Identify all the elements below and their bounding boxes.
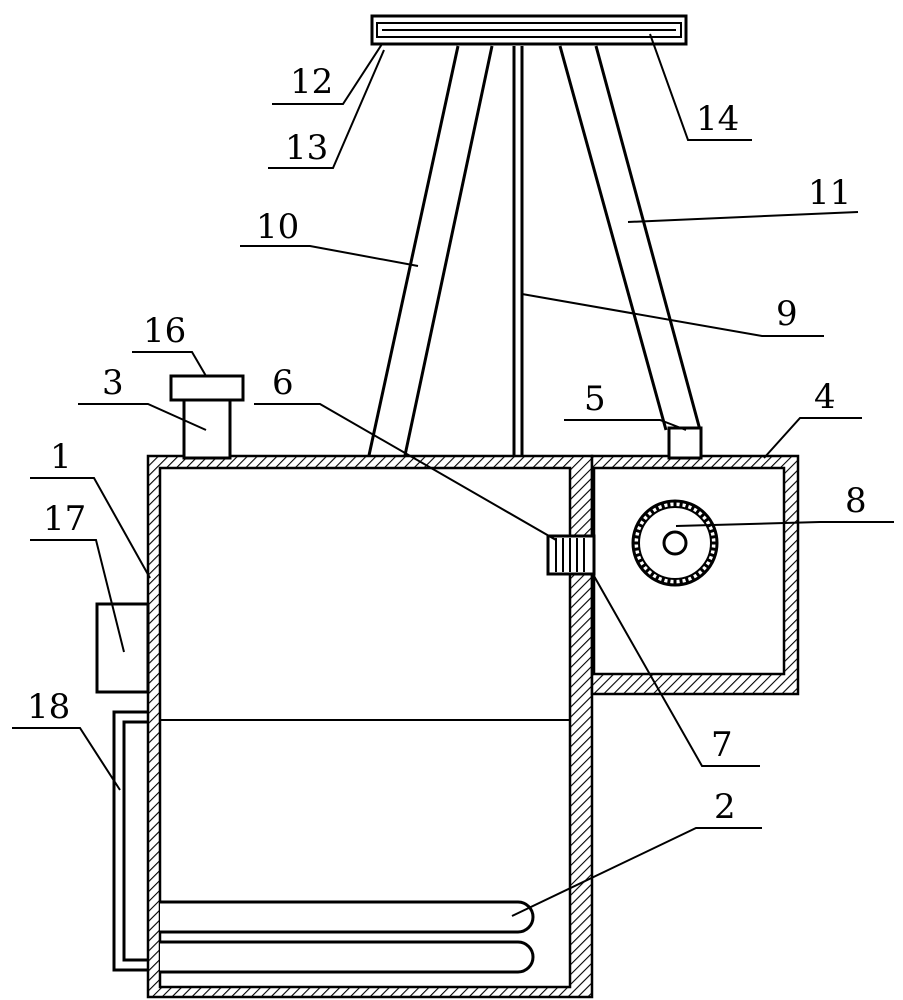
label-17: 17	[43, 499, 86, 539]
label-18: 18	[27, 687, 70, 727]
label-13: 13	[285, 128, 328, 168]
gear-tooth	[636, 558, 644, 564]
label-6: 6	[272, 363, 294, 403]
callouts: 12 13 14 11 10 9 16 3 6 5 4 1 8	[12, 33, 894, 917]
gear-tooth	[710, 534, 717, 539]
label-16: 16	[143, 311, 186, 351]
gear-tooth	[666, 578, 671, 585]
gear-tooth	[649, 508, 656, 515]
top-plate	[370, 14, 688, 46]
label-7: 7	[711, 725, 733, 765]
gear-tooth	[710, 547, 717, 552]
gear-tooth	[654, 574, 660, 582]
label-11: 11	[808, 173, 851, 213]
gear-tooth	[694, 508, 701, 515]
gear-tooth	[703, 562, 710, 569]
right-leg	[558, 45, 702, 431]
gear-tooth	[684, 502, 690, 510]
label-1: 1	[50, 437, 72, 477]
gear-tooth	[699, 512, 706, 519]
nozzle	[667, 426, 703, 460]
gear-tooth	[649, 571, 656, 578]
gear-tooth	[690, 504, 696, 512]
gear-tooth	[660, 576, 666, 584]
label-8: 8	[845, 481, 867, 521]
label-2: 2	[714, 787, 736, 827]
gear-tooth	[654, 504, 660, 512]
label-12: 12	[290, 62, 333, 102]
label-9: 9	[776, 294, 798, 334]
gear-tooth	[708, 552, 716, 558]
gear-teeth	[633, 501, 717, 585]
gear-tooth	[694, 571, 701, 578]
gear-tooth	[633, 547, 640, 552]
label-14: 14	[696, 99, 739, 139]
gear-tooth	[640, 562, 647, 569]
gear-tooth	[679, 501, 684, 508]
gear-tooth	[666, 501, 671, 508]
gear-tooth	[679, 578, 684, 585]
side-pipe	[112, 710, 148, 972]
gear-tooth	[699, 567, 706, 574]
gear-tooth	[644, 567, 651, 574]
gear-tooth	[634, 552, 642, 558]
valve	[546, 534, 596, 576]
gear-tooth	[633, 534, 640, 539]
label-10: 10	[256, 207, 299, 247]
gear	[631, 499, 719, 587]
gear-tooth	[684, 576, 690, 584]
inlet-pipe	[169, 374, 245, 460]
gear-tooth	[634, 528, 642, 534]
gear-tooth	[644, 512, 651, 519]
gear-tooth	[690, 574, 696, 582]
label-4: 4	[814, 377, 836, 417]
gear-tooth	[660, 502, 666, 510]
left-leg	[366, 45, 494, 461]
gear-tooth	[640, 517, 647, 524]
gear-tooth	[703, 517, 710, 524]
gear-tooth	[708, 528, 716, 534]
gear-tooth	[636, 522, 644, 528]
gear-tooth	[706, 558, 714, 564]
heating-tubes	[160, 900, 535, 974]
center-rod	[512, 46, 524, 460]
side-chamber	[590, 454, 800, 696]
label-5: 5	[584, 379, 606, 419]
label-3: 3	[102, 363, 124, 403]
